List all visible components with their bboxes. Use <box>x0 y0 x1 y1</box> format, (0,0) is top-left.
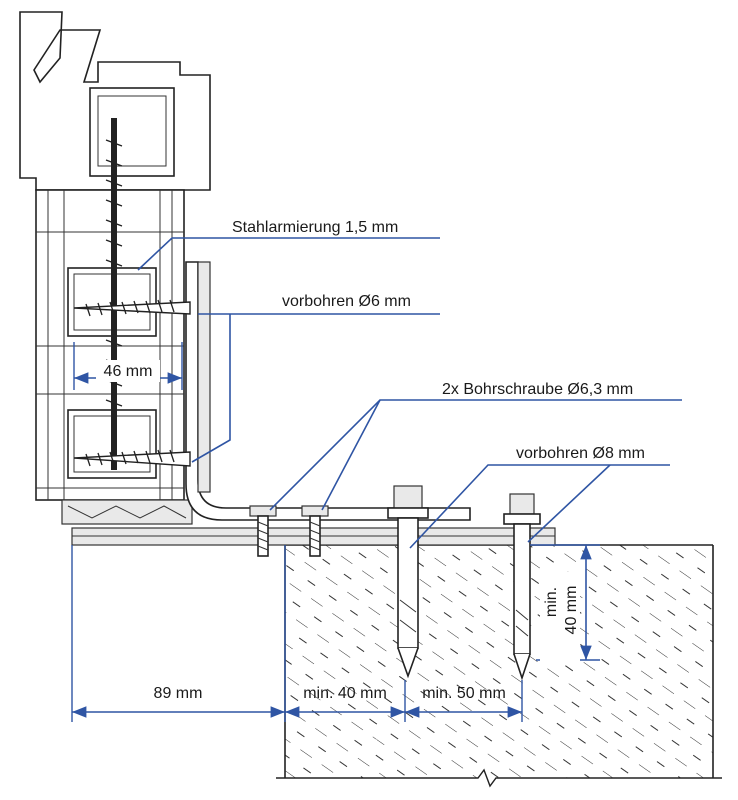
zigzag-break-icon <box>276 768 722 788</box>
dim-min-40: min. 40 mm <box>303 685 387 702</box>
dim-depth-40: 40 mm <box>563 586 580 635</box>
anchor-bolt-small <box>503 493 541 681</box>
label-drill-screw: 2x Bohrschraube Ø6,3 mm <box>442 381 633 398</box>
concrete-block <box>276 544 722 788</box>
steel-bracket <box>185 261 471 521</box>
drill-screw-1 <box>249 505 277 557</box>
label-steel-reinforcement: Stahlarmierung 1,5 mm <box>232 219 398 236</box>
anchor-bolt-large <box>387 485 429 679</box>
label-predrill-8: vorbohren Ø8 mm <box>516 445 645 462</box>
dim-profile-width: 46 mm <box>104 363 153 380</box>
drill-screw-2 <box>301 505 329 557</box>
dim-min-label: min. <box>543 587 560 617</box>
horizontal-screw-upper <box>73 299 191 317</box>
horizontal-screw-lower <box>73 449 191 467</box>
label-predrill-6: vorbohren Ø6 mm <box>282 293 411 310</box>
dim-edge-distance: 89 mm <box>154 685 203 702</box>
dim-min-50: min. 50 mm <box>422 685 506 702</box>
window-frame-profile <box>19 11 211 525</box>
leader-lines <box>137 237 682 549</box>
